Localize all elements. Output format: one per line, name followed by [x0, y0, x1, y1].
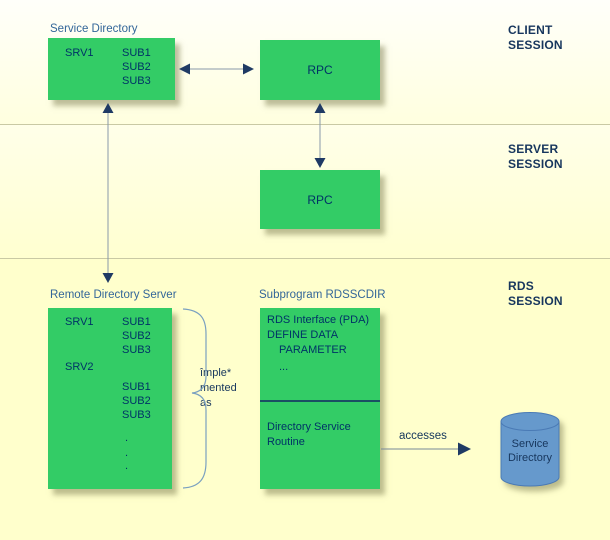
sub-entry: SUB2: [122, 330, 151, 342]
cylinder-label: Service Directory: [507, 438, 552, 464]
implemented-as-note: împle* mented as: [200, 366, 256, 411]
note-line: împle*: [200, 367, 232, 379]
rpc-server-label: RPC: [307, 192, 333, 207]
note-line: mented: [200, 382, 237, 394]
rds-session-label: RDS SESSION: [508, 279, 563, 308]
srv-entry: SRV2: [65, 361, 94, 373]
define-data-line: DEFINE DATA: [267, 329, 339, 341]
subprogram-box: RDS Interface (PDA) DEFINE DATA PARAMETE…: [260, 308, 380, 489]
server-session-label: SERVER SESSION: [508, 142, 563, 171]
rpc-client-label: RPC: [307, 63, 333, 77]
sub-entry: SUB1: [122, 47, 151, 59]
routine-line: Directory Service: [267, 421, 351, 433]
rpc-server-box: RPC: [260, 170, 380, 229]
sub-entry: SUB1: [122, 381, 151, 393]
subprogram-title: Subprogram RDSSCDIR: [259, 289, 386, 301]
pda-interface-line: RDS Interface (PDA): [267, 314, 370, 326]
srv-entry: SRV1: [65, 47, 94, 59]
ellipsis-line: ...: [279, 361, 289, 373]
service-directory-box: SRV1 SUB1 SUB2 SUB3: [48, 38, 175, 100]
sub-entry: SUB1: [122, 316, 151, 328]
subprogram-divider-line: [260, 400, 380, 402]
routine-line: Routine: [267, 436, 305, 448]
rpc-client-box: RPC: [260, 40, 380, 100]
sub-entry: SUB2: [122, 395, 151, 407]
cylinder-shape: [500, 412, 560, 487]
service-directory-title: Service Directory: [50, 23, 138, 35]
accesses-label: accesses: [399, 430, 447, 442]
sub-entry: SUB3: [122, 409, 151, 421]
note-line: as: [200, 397, 212, 409]
remote-directory-server-box: SRV1 SUB1 SUB2 SUB3 SRV2 SUB1 SUB2 SUB3 …: [48, 308, 172, 489]
client-session-label: CLIENT SESSION: [508, 23, 563, 52]
srv-entry: SRV1: [65, 316, 94, 328]
remote-directory-server-title: Remote Directory Server: [50, 289, 177, 301]
ellipsis-dot: .: [125, 447, 129, 459]
sub-entry: SUB3: [122, 344, 151, 356]
parameter-line: PARAMETER: [279, 344, 347, 356]
sub-entry: SUB3: [122, 75, 151, 87]
ellipsis-dot: .: [125, 432, 129, 444]
service-directory-cylinder: Service Directory: [499, 411, 561, 487]
ellipsis-dot: .: [125, 460, 129, 472]
sub-entry: SUB2: [122, 61, 151, 73]
